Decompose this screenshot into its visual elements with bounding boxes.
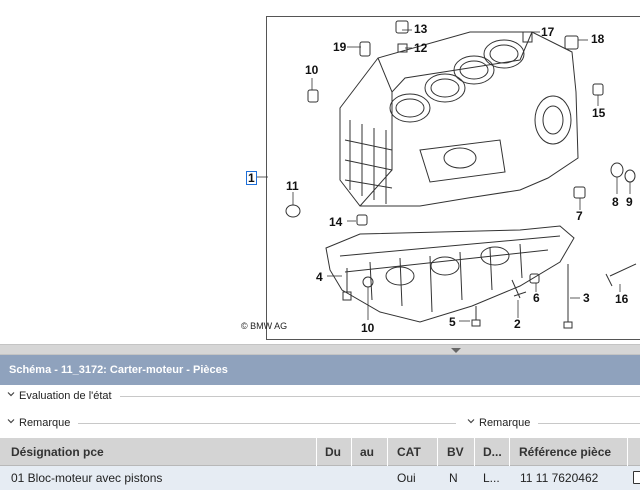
callout-10-top[interactable]: 10 xyxy=(305,63,319,77)
callout-2[interactable]: 2 xyxy=(514,317,521,331)
callout-16[interactable]: 16 xyxy=(615,292,629,306)
callout-15[interactable]: 15 xyxy=(592,106,606,120)
section-divider xyxy=(120,396,640,397)
column-separator xyxy=(474,438,475,466)
copyright-text: © BMW AG xyxy=(241,321,288,331)
column-header-bv[interactable]: BV xyxy=(447,445,464,459)
callout-19[interactable]: 19 xyxy=(333,40,347,54)
callout-4[interactable]: 4 xyxy=(316,270,323,284)
parts-diagram: 1 2 3 4 5 6 7 8 9 10 10 11 12 13 14 15 1… xyxy=(241,16,640,340)
callout-5[interactable]: 5 xyxy=(449,315,456,329)
table-row[interactable]: 01 Bloc-moteur avec pistons Oui N L... 1… xyxy=(0,466,640,490)
section-remarque-left-label: Remarque xyxy=(19,417,71,429)
section-evaluation-toggle[interactable]: Evaluation de l'état xyxy=(7,386,112,406)
callout-9[interactable]: 9 xyxy=(626,195,633,209)
panel-splitter[interactable] xyxy=(0,344,640,355)
chevron-down-icon xyxy=(7,419,15,424)
panel-title: Schéma - 11_3172: Carter-moteur - Pièces xyxy=(9,364,228,376)
section-divider xyxy=(78,423,456,424)
collapse-arrow-icon[interactable] xyxy=(451,348,461,353)
callout-10-bottom[interactable]: 10 xyxy=(361,321,375,335)
column-separator xyxy=(387,438,388,466)
diagram-frame xyxy=(266,16,640,340)
column-header-reference[interactable]: Référence pièce xyxy=(519,445,612,459)
column-header-au[interactable]: au xyxy=(360,445,375,459)
callout-17[interactable]: 17 xyxy=(541,25,555,39)
column-separator xyxy=(627,438,628,466)
cell-bv: N xyxy=(449,471,458,485)
parts-table-header: Désignation pce Du au CAT BV D... Référe… xyxy=(0,438,640,466)
callout-6[interactable]: 6 xyxy=(533,291,540,305)
column-header-d[interactable]: D... xyxy=(483,445,502,459)
cell-d: L... xyxy=(483,471,500,485)
panel-title-bar: Schéma - 11_3172: Carter-moteur - Pièces xyxy=(0,355,640,385)
callout-12[interactable]: 12 xyxy=(414,41,428,55)
cell-designation: 01 Bloc-moteur avec pistons xyxy=(11,471,163,485)
section-remarque-right-label: Remarque xyxy=(479,417,531,429)
column-header-du[interactable]: Du xyxy=(325,445,341,459)
column-header-designation[interactable]: Désignation pce xyxy=(11,445,104,459)
callout-1-selected[interactable]: 1 xyxy=(246,171,257,185)
callout-7[interactable]: 7 xyxy=(576,209,583,223)
chevron-down-icon xyxy=(467,419,475,424)
cell-cat: Oui xyxy=(397,471,416,485)
chevron-down-icon xyxy=(7,392,15,397)
callout-18[interactable]: 18 xyxy=(591,32,605,46)
callout-8[interactable]: 8 xyxy=(612,195,619,209)
section-evaluation-label: Evaluation de l'état xyxy=(19,390,112,402)
section-remarque-left-toggle[interactable]: Remarque xyxy=(7,413,70,433)
column-separator xyxy=(509,438,510,466)
document-icon[interactable] xyxy=(633,471,640,484)
column-separator xyxy=(437,438,438,466)
section-remarque-right-toggle[interactable]: Remarque xyxy=(467,413,530,433)
callout-11[interactable]: 11 xyxy=(286,179,299,193)
callout-13[interactable]: 13 xyxy=(414,22,428,36)
callout-14[interactable]: 14 xyxy=(329,215,343,229)
callout-3[interactable]: 3 xyxy=(583,291,590,305)
column-separator xyxy=(316,438,317,466)
cell-reference: 11 11 7620462 xyxy=(520,471,599,485)
column-header-cat[interactable]: CAT xyxy=(397,445,421,459)
engine-block-drawing xyxy=(257,20,637,329)
section-divider xyxy=(538,423,640,424)
column-separator xyxy=(351,438,352,466)
